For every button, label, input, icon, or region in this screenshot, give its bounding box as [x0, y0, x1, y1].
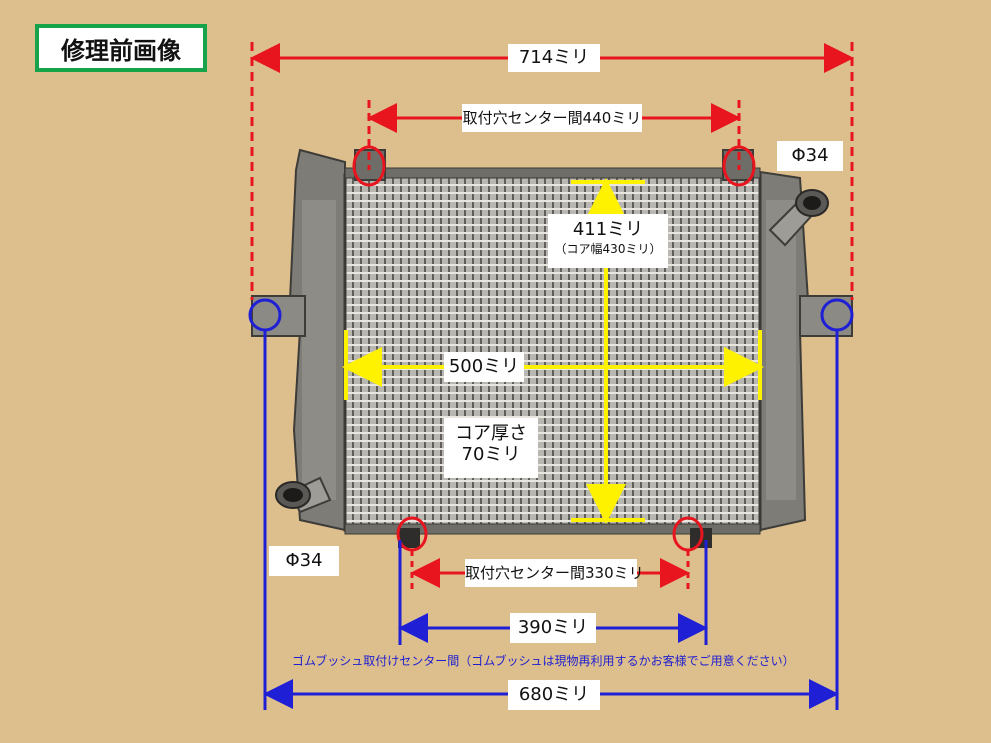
- upper-pipe: [768, 189, 829, 247]
- bottom-mount-label: 取付穴センター間330ミリ: [465, 559, 644, 587]
- top-pipe-diameter-label: Φ34: [777, 141, 843, 171]
- core-height-label: 411ミリ: [572, 219, 644, 240]
- core-thickness-title: コア厚さ: [455, 423, 527, 444]
- core-span-label: 500ミリ: [444, 352, 524, 382]
- core-width-note: （コア幅430ミリ）: [554, 241, 662, 256]
- right-mount-bracket: [799, 295, 853, 337]
- core-thickness-value: 70ミリ: [461, 443, 521, 465]
- bush-span-label: 390ミリ: [510, 613, 596, 643]
- bush-note: ゴムブッシュ取付けセンター間（ゴムブッシュは現物再利用するかお客様でご用意くださ…: [292, 654, 795, 668]
- core-height-label-box: 411ミリ （コア幅430ミリ）: [548, 214, 668, 268]
- page-title: 修理前画像: [35, 24, 207, 72]
- top-mount-label: 取付穴センター間440ミリ: [462, 104, 642, 132]
- lower-pipe: [275, 476, 332, 514]
- overall-width-label: 714ミリ: [508, 44, 600, 72]
- top-right-hole-marker: [722, 145, 756, 187]
- bottom-width-dimension: [248, 298, 854, 710]
- top-left-hole-marker: [352, 145, 386, 187]
- core-thickness-label: コア厚さ 70ミリ: [444, 418, 538, 478]
- bottom-width-label: 680ミリ: [508, 680, 600, 710]
- bottom-pipe-diameter-label: Φ34: [269, 546, 339, 576]
